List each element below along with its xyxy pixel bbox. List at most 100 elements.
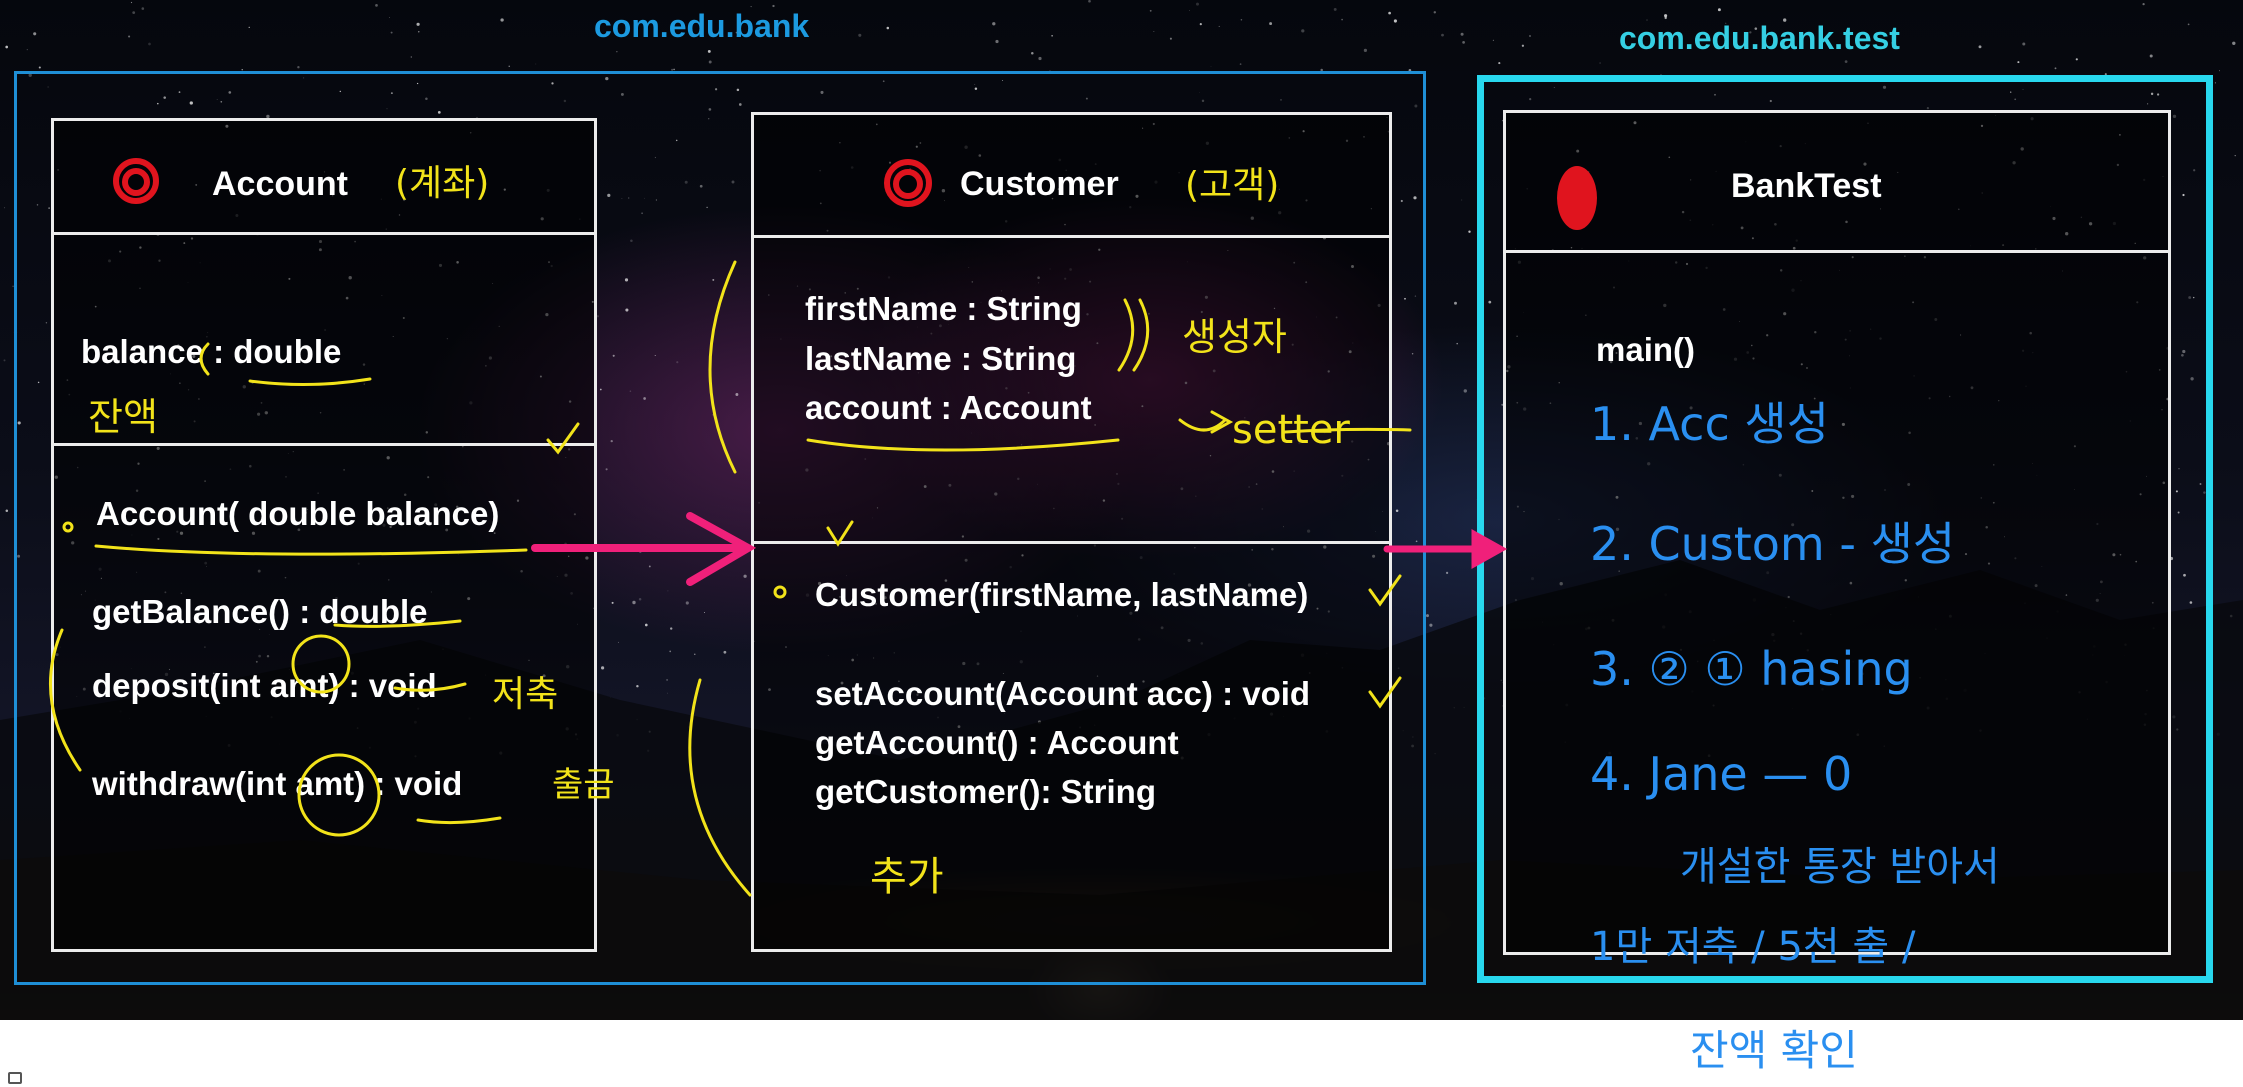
package-label-test: com.edu.bank.test bbox=[1619, 20, 1900, 56]
star bbox=[1978, 45, 1982, 49]
star bbox=[731, 180, 735, 184]
method-get-balance: getBalance() : double bbox=[92, 593, 428, 630]
star bbox=[667, 692, 668, 694]
star bbox=[612, 354, 615, 357]
star bbox=[738, 103, 742, 106]
star bbox=[2189, 601, 2193, 604]
star bbox=[1189, 10, 1190, 11]
star bbox=[712, 278, 715, 281]
star bbox=[339, 90, 342, 93]
star bbox=[416, 22, 420, 26]
star bbox=[1749, 31, 1752, 34]
star bbox=[1218, 25, 1220, 27]
star bbox=[1395, 509, 1399, 512]
star bbox=[2150, 92, 2154, 96]
star bbox=[2022, 88, 2024, 90]
method-withdraw: withdraw(int amt) : void bbox=[92, 765, 463, 802]
cursor-icon bbox=[8, 1072, 22, 1084]
method-deposit: deposit(int amt) : void bbox=[92, 667, 437, 704]
star bbox=[1408, 68, 1412, 72]
star bbox=[45, 322, 48, 324]
star bbox=[1926, 106, 1930, 110]
star bbox=[750, 6, 752, 8]
method-get-customer: getCustomer(): String bbox=[815, 773, 1156, 810]
banktest-steps: 1. Acc 생성 2. Custom - 생성 3. ② ① hasing 4… bbox=[1590, 397, 2000, 1075]
star bbox=[2219, 70, 2221, 72]
star bbox=[992, 22, 996, 26]
star bbox=[2010, 91, 2012, 93]
star bbox=[654, 355, 656, 356]
marker-banktest bbox=[1557, 166, 1597, 230]
star bbox=[1445, 571, 1449, 575]
star bbox=[995, 39, 999, 44]
star bbox=[2147, 103, 2149, 105]
note-account: (계좌) bbox=[395, 163, 489, 204]
star bbox=[666, 678, 669, 681]
star bbox=[1468, 230, 1471, 233]
star bbox=[297, 66, 300, 69]
star bbox=[390, 31, 393, 34]
star bbox=[667, 590, 669, 592]
star bbox=[1553, 87, 1555, 89]
star bbox=[974, 87, 978, 90]
star bbox=[2214, 82, 2216, 84]
star bbox=[163, 96, 166, 99]
package-frame-main bbox=[14, 71, 1426, 985]
star bbox=[1664, 16, 1667, 20]
star bbox=[708, 108, 712, 111]
star bbox=[655, 199, 658, 201]
attribute-account: account : Account bbox=[805, 389, 1092, 426]
star bbox=[1882, 85, 1887, 89]
star bbox=[2232, 41, 2236, 45]
star bbox=[1456, 342, 1458, 345]
star bbox=[5, 45, 9, 49]
note-check-balance: 잔액 확인 bbox=[1690, 1026, 1858, 1075]
star bbox=[706, 206, 708, 209]
star bbox=[2190, 377, 2194, 381]
note-balance: 잔액 bbox=[88, 395, 158, 439]
star bbox=[1769, 99, 1772, 103]
star bbox=[2181, 353, 2184, 357]
star bbox=[1415, 540, 1418, 543]
star bbox=[707, 49, 711, 53]
star bbox=[1404, 297, 1406, 300]
star bbox=[38, 66, 41, 69]
star bbox=[1199, 23, 1202, 26]
method-set-account: setAccount(Account acc) : void bbox=[815, 675, 1311, 712]
star bbox=[605, 468, 608, 471]
star bbox=[644, 623, 648, 627]
star bbox=[648, 565, 651, 568]
constructor-account: Account( double balance) bbox=[96, 495, 500, 532]
star bbox=[629, 390, 632, 392]
star bbox=[636, 684, 639, 688]
star bbox=[2149, 54, 2153, 58]
class-box-customer: Customer firstName : String lastName : S… bbox=[751, 112, 1392, 952]
star bbox=[17, 421, 21, 425]
star bbox=[2178, 468, 2180, 470]
star bbox=[2199, 483, 2202, 485]
star bbox=[611, 601, 614, 604]
note-customer: (고객) bbox=[1185, 165, 1279, 206]
attribute-last-name: lastName : String bbox=[805, 340, 1077, 377]
star bbox=[2022, 42, 2026, 46]
star bbox=[1210, 65, 1212, 67]
star bbox=[157, 102, 159, 105]
star bbox=[1199, 92, 1200, 93]
star bbox=[1051, 35, 1053, 37]
star bbox=[1717, 8, 1721, 12]
class-divider bbox=[751, 541, 1392, 544]
star bbox=[1461, 199, 1463, 201]
star bbox=[1239, 63, 1242, 65]
star bbox=[628, 197, 630, 199]
star bbox=[685, 601, 689, 605]
star bbox=[2172, 114, 2177, 119]
star bbox=[669, 650, 672, 653]
star bbox=[1269, 22, 1273, 26]
star bbox=[1529, 35, 1531, 37]
note-withdraw: 출금 bbox=[552, 765, 615, 805]
star bbox=[694, 653, 696, 655]
class-divider bbox=[751, 235, 1392, 238]
star bbox=[882, 80, 885, 83]
star bbox=[1414, 104, 1418, 108]
class-box-banktest: BankTest main() bbox=[1503, 110, 2171, 955]
